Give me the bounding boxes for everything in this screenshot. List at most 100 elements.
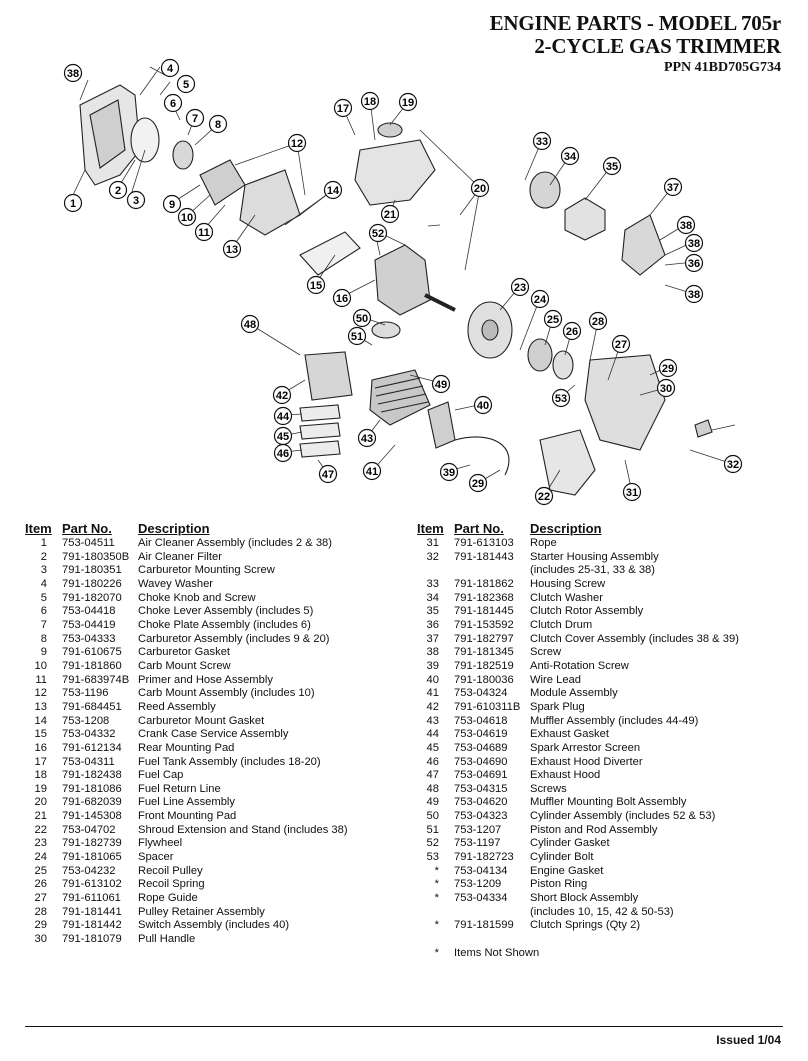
callout-label: 42 (276, 390, 288, 402)
callout-label: 34 (564, 151, 577, 163)
item-number: 19 (34, 782, 47, 795)
item-number: 52 (426, 837, 439, 850)
item-number: 31 (426, 537, 439, 549)
callout-label: 33 (536, 136, 548, 148)
callout-label: 51 (351, 331, 363, 343)
part-description: Flywheel (138, 837, 183, 850)
part-number: 791-181086 (62, 782, 122, 795)
carb-mount-drawing (239, 169, 301, 236)
part-description: Choke Knob and Screw (138, 591, 256, 604)
part-description: Front Mounting Pad (138, 810, 237, 823)
item-number: 30 (34, 933, 47, 946)
part-number: 791-613102 (62, 878, 122, 891)
item-number: 22 (34, 823, 47, 836)
item-number: 40 (426, 673, 439, 686)
callout-53: 53 (551, 388, 571, 408)
callout-26: 26 (562, 321, 582, 341)
callout-1: 1 (63, 193, 83, 213)
item-number: 36 (426, 618, 439, 631)
item-number: 42 (426, 700, 439, 713)
item-number: 44 (426, 728, 439, 741)
part-description: Engine Gasket (530, 864, 604, 877)
part-description: Fuel Return Line (138, 782, 221, 795)
callout-24: 24 (530, 289, 550, 309)
part-number: 791-684451 (62, 700, 122, 713)
callout-2: 2 (108, 180, 128, 200)
part-description: Muffler Assembly (includes 44-49) (530, 714, 699, 727)
item-number: 6 (40, 605, 47, 618)
callout-8: 8 (208, 114, 228, 134)
part-description: Spark Arrestor Screen (530, 741, 641, 754)
part-number: 791-610675 (62, 646, 122, 659)
part-description: Anti-Rotation Screw (530, 659, 629, 672)
callout-50: 50 (352, 308, 372, 328)
callout-label: 45 (277, 431, 289, 443)
item-number: 45 (426, 741, 439, 754)
part-description: Carburetor Assembly (includes 9 & 20) (138, 632, 330, 645)
callout-15: 15 (306, 275, 326, 295)
item-number: 34 (426, 591, 439, 604)
callout-9: 9 (162, 194, 182, 214)
part-number: 791-181345 (454, 646, 514, 659)
part-number: 791-180351 (62, 564, 122, 577)
callout-label: 38 (67, 68, 79, 80)
callout-label: 14 (327, 185, 340, 197)
callout-label: 49 (435, 379, 447, 391)
item-number: 38 (426, 646, 439, 659)
callout-10: 10 (177, 207, 197, 227)
header-description: Description (530, 521, 602, 536)
part-description: Carburetor Mount Gasket (138, 714, 265, 727)
item-number: 41 (426, 687, 439, 700)
callout-label: 29 (662, 363, 674, 375)
part-description: Screw (530, 646, 562, 659)
part-number: 753-04690 (454, 755, 508, 768)
callout-label: 47 (322, 469, 334, 481)
callout-30: 30 (656, 378, 676, 398)
callout-label: 46 (277, 448, 289, 460)
part-number: 791-180036 (454, 673, 514, 686)
part-number: 791-182368 (454, 591, 514, 604)
callout-22: 22 (534, 486, 554, 506)
part-description: Primer and Hose Assembly (138, 673, 273, 686)
item-number: 49 (426, 796, 439, 809)
callout-label: 38 (680, 220, 692, 232)
callout-label: 16 (336, 293, 348, 305)
part-description: Rear Mounting Pad (138, 741, 235, 754)
header-item: Item (417, 521, 444, 536)
callout-47: 47 (318, 464, 338, 484)
item-number: 51 (426, 823, 439, 836)
table-row: 38 791-181345 Screw (417, 646, 787, 660)
callout-label: 44 (277, 411, 290, 423)
part-number: 753-04323 (454, 810, 508, 823)
callout-label: 17 (337, 103, 349, 115)
part-number: 791-182438 (62, 769, 122, 782)
item-number: 37 (426, 632, 439, 645)
item-number: 10 (34, 659, 47, 672)
callout-label: 24 (534, 294, 547, 306)
muffler-drawing (304, 351, 353, 401)
part-number: 753-04619 (454, 728, 508, 741)
item-number: 28 (34, 905, 47, 918)
callout-20: 20 (470, 178, 490, 198)
part-description: Screws (530, 782, 567, 795)
item-number: 50 (426, 810, 439, 823)
